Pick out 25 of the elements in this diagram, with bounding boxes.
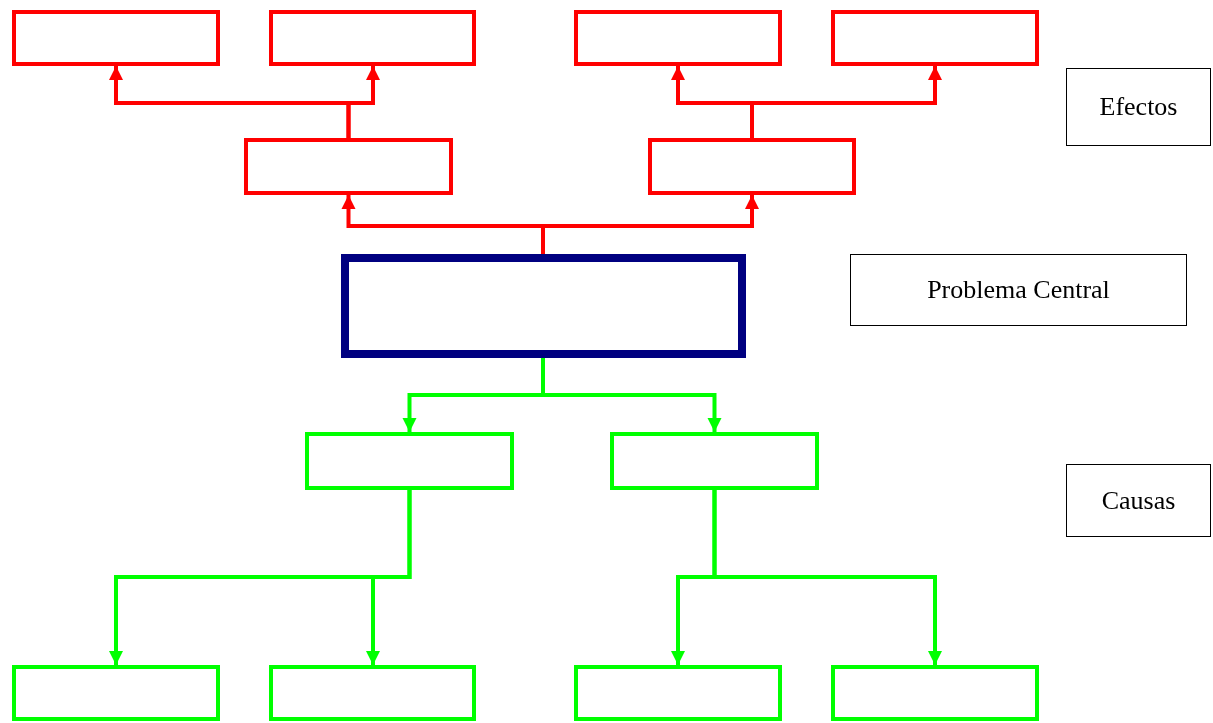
empty-box <box>12 10 220 66</box>
arrow <box>750 66 942 138</box>
arrow <box>346 66 380 138</box>
empty-box <box>574 10 782 66</box>
arrow <box>541 358 722 432</box>
section-label: Causas <box>1101 485 1176 516</box>
empty-box <box>648 138 856 195</box>
label-box <box>1066 464 1211 537</box>
arrow <box>366 490 412 665</box>
label-box <box>1066 68 1211 146</box>
section-label: Efectos <box>1099 92 1178 122</box>
arrow <box>541 195 759 254</box>
empty-box <box>269 10 476 66</box>
empty-box <box>574 665 782 721</box>
label-box <box>850 254 1187 326</box>
empty-box <box>269 665 476 721</box>
empty-box <box>831 665 1039 721</box>
arrow <box>712 490 942 665</box>
empty-box <box>341 254 746 358</box>
empty-box <box>610 432 819 490</box>
empty-box <box>12 665 220 721</box>
empty-box <box>305 432 514 490</box>
empty-box <box>831 10 1039 66</box>
section-label: Problema Central <box>927 275 1110 305</box>
empty-box <box>244 138 453 195</box>
